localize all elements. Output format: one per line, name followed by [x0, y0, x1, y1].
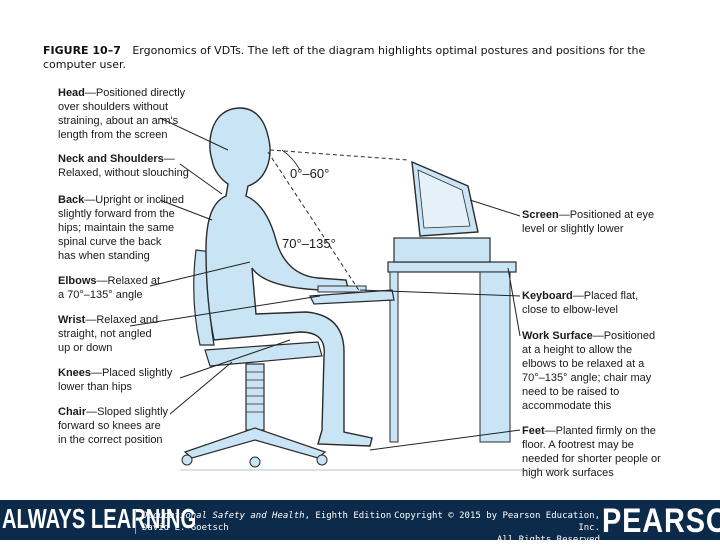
callout-back: Back—Upright or inclined slightly forwar…: [58, 194, 184, 262]
callout-screen-title: Screen: [522, 209, 559, 221]
chair-base: [183, 427, 327, 459]
callout-keyboard-title: Keyboard: [522, 290, 573, 302]
seated-person: [205, 107, 373, 447]
figure-caption: FIGURE 10–7 Ergonomics of VDTs. The left…: [43, 44, 683, 72]
callout-neck-title: Neck and Shoulders: [58, 153, 164, 165]
sightline-upper: [269, 149, 409, 161]
footer-bar: ALWAYS LEARNING Occupational Safety and …: [0, 500, 720, 545]
figure-label: FIGURE 10–7: [43, 44, 121, 57]
callout-head-title: Head: [58, 87, 85, 99]
callout-wrist-title: Wrist: [58, 314, 86, 326]
callout-head: Head—Positioned directly over shoulders …: [58, 87, 186, 141]
desk-leg-left: [389, 271, 399, 443]
callout-neck: Neck and Shoulders— Relaxed, without slo…: [58, 153, 189, 179]
callout-chair: Chair—Sloped slightly forward so knees a…: [58, 406, 169, 446]
callout-chair-title: Chair: [58, 406, 87, 418]
callout-surface: Work Surface—Positioned at a height to a…: [522, 330, 656, 412]
callout-elbows-title: Elbows: [58, 275, 97, 287]
book-edition: , Eighth Edition: [304, 511, 392, 521]
monitor-stand: [393, 237, 491, 263]
desk-pedestal: [479, 271, 511, 443]
figure-caption-text: Ergonomics of VDTs. The left of the diag…: [43, 44, 646, 71]
callout-wrist: Wrist—Relaxed and straight, not angled u…: [58, 314, 159, 354]
callout-knees-title: Knees: [58, 367, 92, 379]
pearson-logo: PEARSON: [602, 502, 720, 540]
chair-seat: [204, 341, 323, 367]
keyboard: [317, 285, 367, 293]
leader-lines-right: [359, 199, 521, 451]
slogan-logo: ALWAYS LEARNING: [2, 503, 197, 534]
callout-elbows: Elbows—Relaxed at a 70°–135° angle: [58, 275, 161, 301]
chair-post: [245, 363, 265, 431]
monitor-angle-label: 0°–60°: [290, 166, 330, 181]
callout-knees: Knees—Placed slightly lower than hips: [58, 367, 173, 393]
book-title: Occupational Safety and Health: [142, 511, 305, 521]
book-info: Occupational Safety and Health, Eighth E…: [135, 510, 391, 534]
leader-lines-left: [129, 117, 321, 415]
book-author: David L. Goetsch: [142, 523, 229, 533]
callout-keyboard: Keyboard—Placed flat, close to elbow-lev…: [522, 290, 639, 316]
copyright-notice: Copyright © 2015 by Pearson Education, I…: [394, 511, 600, 545]
callout-surface-title: Work Surface: [522, 330, 593, 342]
callout-feet-title: Feet: [522, 425, 545, 437]
ergonomics-diagram: [129, 107, 560, 471]
callout-back-title: Back: [58, 194, 85, 206]
elbow-angle-label: 70°–135°: [282, 236, 336, 251]
callout-screen: Screen—Positioned at eye level or slight…: [522, 209, 655, 235]
desk-top: [387, 261, 517, 273]
callout-feet: Feet—Planted firmly on the floor. A foot…: [522, 425, 661, 479]
